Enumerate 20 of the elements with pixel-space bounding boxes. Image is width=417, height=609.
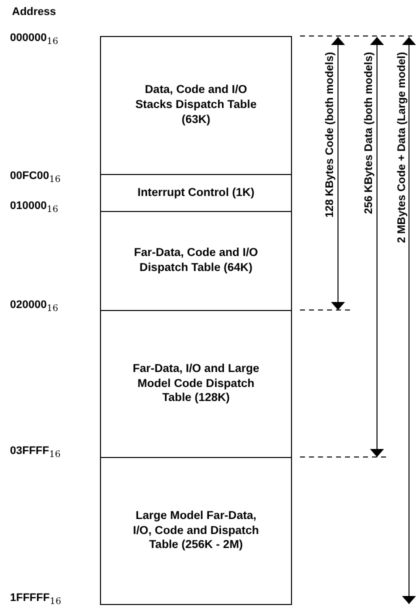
segment-label: Far-Data, I/O and Large Model Code Dispatch Table (128K) bbox=[132, 362, 260, 406]
address-label: 000000$_{16}$ bbox=[10, 32, 58, 48]
address-label: 00FC00$_{16}$ bbox=[10, 170, 61, 186]
segment-label: Far-Data, Code and I/O Dispatch Table (64K) bbox=[133, 246, 259, 276]
dimension-label: 128 KBytes Code (both models) bbox=[324, 52, 336, 218]
memory-segment bbox=[100, 174, 292, 212]
segment-label: Data, Code and I/O Stacks Dispatch Table (63K) bbox=[134, 83, 258, 128]
memory-segment bbox=[100, 310, 292, 458]
address-label: 020000$_{16}$ bbox=[10, 299, 58, 314]
segment-label: Large Model Far-Data, I/O, Code and Dispatch Table (256K - 2M) bbox=[132, 508, 260, 554]
address-label: 1FFFFF$_{16}$ bbox=[10, 592, 62, 608]
dimension-label: 2 MBytes Code + Data (Large model) bbox=[396, 52, 408, 244]
address-label: 010000$_{16}$ bbox=[10, 200, 58, 216]
segment-label: Interrupt Control (1K) bbox=[136, 186, 256, 200]
memory-segment bbox=[100, 211, 292, 311]
memory-segment bbox=[100, 457, 292, 605]
memory-segment bbox=[100, 36, 292, 175]
column-heading: Address bbox=[12, 6, 56, 18]
address-label: 03FFFF$_{16}$ bbox=[10, 445, 61, 460]
dimension-label: 256 KBytes Data (both models) bbox=[363, 52, 375, 214]
